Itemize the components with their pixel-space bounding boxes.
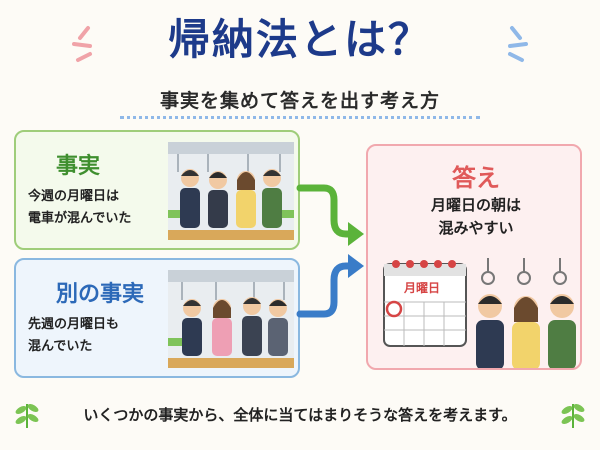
fact-1-body: 今週の月曜日は 電車が混んでいた <box>28 186 131 230</box>
fact-2-body: 先週の月曜日も 混んでいた <box>28 314 119 358</box>
decor-ticks-left-icon <box>72 26 92 62</box>
fact-card-1: 事実 今週の月曜日は 電車が混んでいた <box>14 130 300 250</box>
answer-title: 答え <box>452 164 500 192</box>
answer-card: 答え 月曜日の朝は 混みやすい 月曜日 <box>366 144 582 370</box>
green-arrow-icon <box>296 184 364 246</box>
footer-text: いくつかの事実から、全体に当てはまりそうな答えを考えます。 <box>83 406 517 424</box>
fact-2-line-1: 先週の月曜日も <box>28 317 120 332</box>
leaf-left-icon <box>15 404 39 428</box>
dotted-divider <box>120 116 480 119</box>
calendar-icon <box>383 260 467 347</box>
fact-1-line-2: 電車が混んでいた <box>28 211 132 226</box>
blue-arrow-icon <box>296 254 364 318</box>
page-subtitle: 事実を集めて答えを出す考え方 <box>159 90 440 112</box>
decor-ticks-right-icon <box>508 26 528 62</box>
fact-card-2: 別の事実 先週の月曜日も 混んでいた <box>14 258 300 378</box>
answer-line-1: 月曜日の朝は <box>430 196 521 214</box>
leaf-right-icon <box>561 404 585 428</box>
fact-1-line-1: 今週の月曜日は <box>28 189 120 204</box>
fact-1-title: 事実 <box>56 154 101 179</box>
answer-line-2: 混みやすい <box>438 219 514 237</box>
crowded-train-illustration-icon <box>168 270 294 368</box>
answer-body: 月曜日の朝は 混みやすい <box>368 194 580 240</box>
commuters-illustration-icon <box>476 258 576 368</box>
calendar-label: 月曜日 <box>404 281 441 295</box>
page-title: 帰納法とは？ <box>167 15 432 64</box>
fact-2-line-2: 混んでいた <box>28 339 93 354</box>
crowded-train-illustration-icon <box>168 142 294 240</box>
fact-2-title: 別の事実 <box>56 282 145 307</box>
calendar: 月曜日 <box>382 256 468 348</box>
